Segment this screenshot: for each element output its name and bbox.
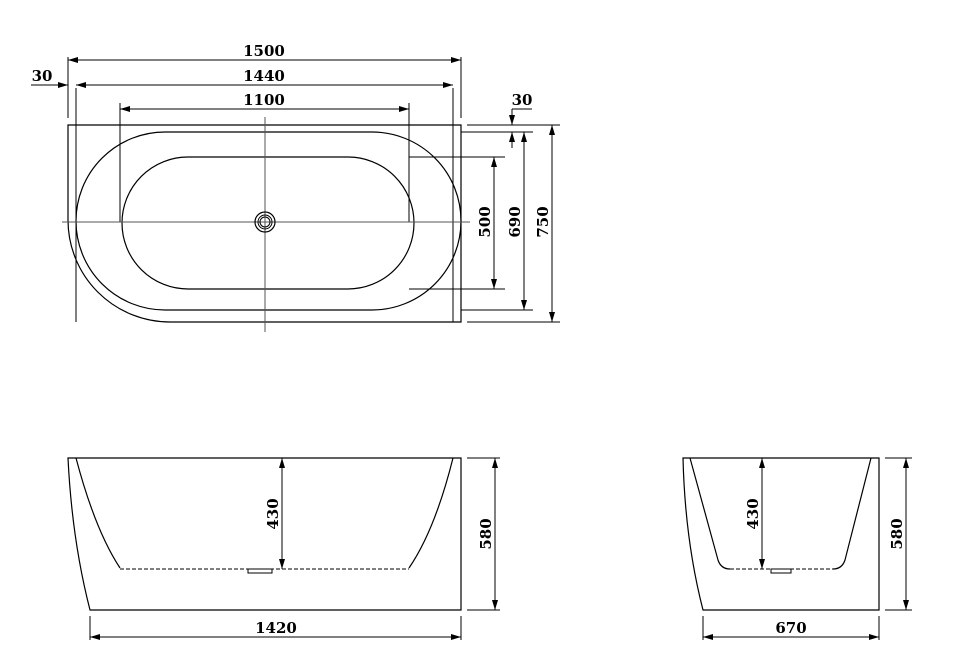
top-view: 1500 1440 1100 30 30 [31, 42, 560, 332]
svg-text:30: 30 [32, 67, 53, 85]
dim-side-base-width: 670 [702, 616, 880, 640]
dim-overall-length: 1500 [67, 42, 462, 118]
svg-text:1440: 1440 [243, 67, 285, 85]
front-view: 430 580 1420 [67, 457, 500, 640]
svg-text:750: 750 [534, 206, 552, 237]
side-outer-outline [682, 457, 880, 611]
dim-front-depth: 430 [264, 458, 285, 569]
svg-text:690: 690 [506, 206, 524, 237]
dim-top-offset: 30 [509, 91, 533, 148]
side-view: 430 580 670 [682, 457, 912, 640]
svg-text:500: 500 [476, 206, 494, 237]
dim-overall-width: 750 [534, 125, 555, 322]
dim-front-height: 580 [467, 457, 500, 611]
svg-text:580: 580 [477, 518, 495, 549]
dim-side-height: 580 [885, 457, 912, 611]
dim-side-depth: 430 [744, 458, 765, 569]
front-outer-outline [67, 457, 462, 611]
svg-text:580: 580 [888, 518, 906, 549]
front-basin-profile [75, 457, 121, 569]
svg-text:1100: 1100 [243, 91, 285, 109]
dim-inner-rim-length: 1440 [76, 67, 453, 88]
basin-outline [121, 156, 415, 290]
svg-text:430: 430 [744, 498, 762, 529]
dim-front-base-length: 1420 [89, 616, 462, 640]
svg-text:30: 30 [512, 91, 533, 109]
svg-text:1420: 1420 [255, 619, 297, 637]
drain-icon [770, 568, 792, 574]
outer-outline [67, 124, 462, 323]
dim-inner-rim-width: 690 [506, 132, 527, 310]
inner-rim-outline [75, 131, 462, 311]
dim-left-offset: 30 [31, 67, 68, 88]
dim-basin-width: 500 [476, 157, 497, 289]
svg-text:1500: 1500 [243, 42, 285, 60]
svg-text:670: 670 [775, 619, 806, 637]
dim-basin-length: 1100 [120, 91, 409, 112]
side-basin-profile [689, 457, 731, 570]
svg-text:430: 430 [264, 498, 282, 529]
drain-icon [247, 568, 273, 574]
drain-icon [254, 211, 276, 233]
